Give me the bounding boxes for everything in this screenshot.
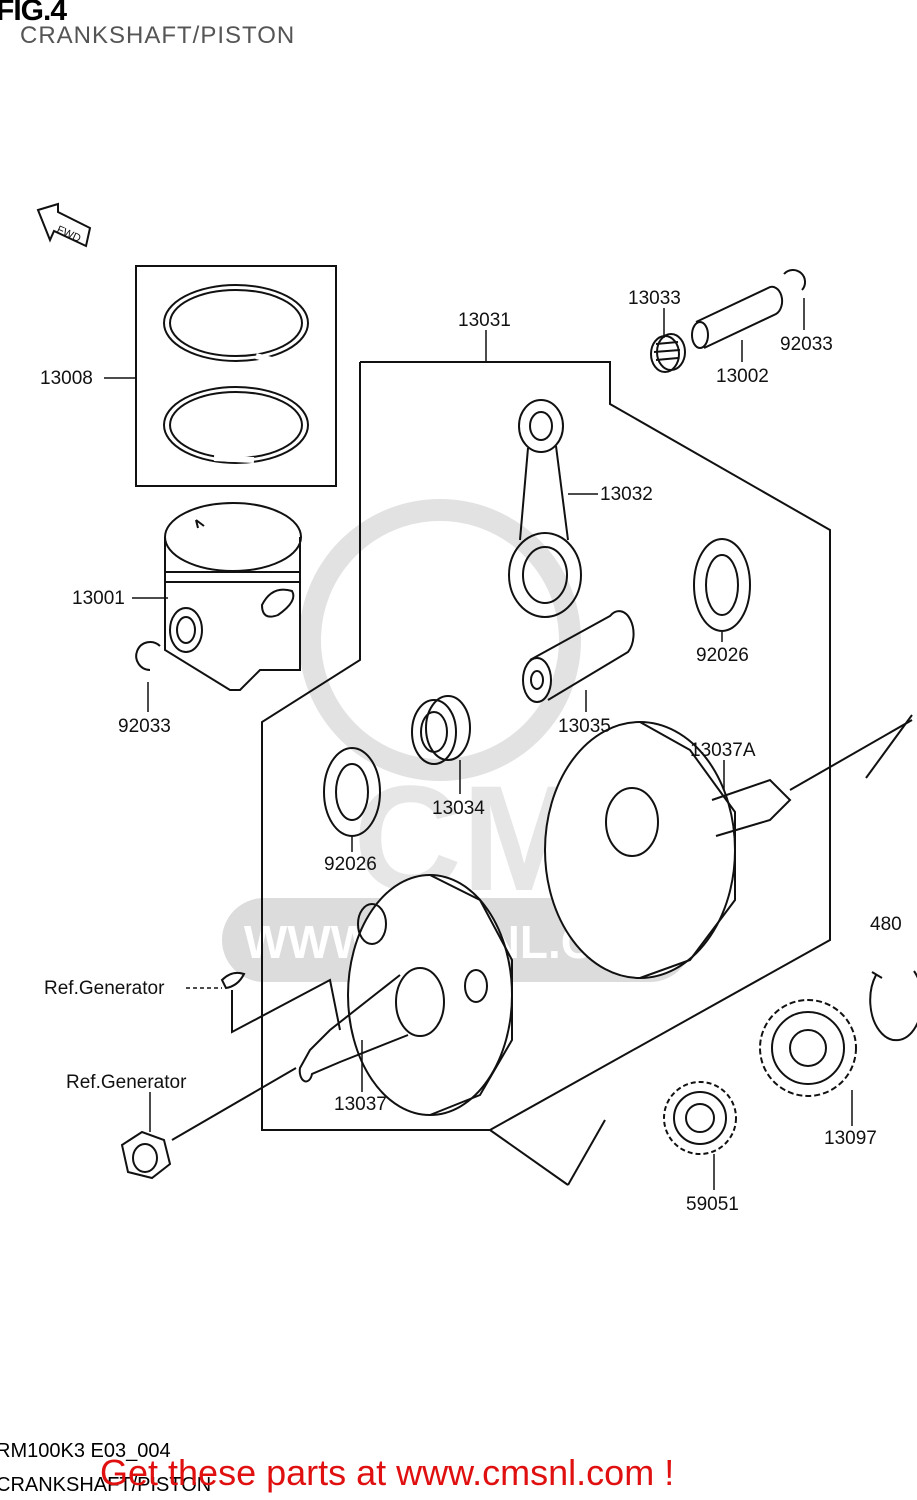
callout-13037: 13037	[334, 1094, 387, 1115]
piston	[164, 502, 302, 691]
callout-13031: 13031	[458, 310, 511, 331]
needle-bearing-small	[650, 333, 686, 373]
section-title: CRANKSHAFT/PISTON	[20, 22, 296, 49]
callout-92026-lower: 92026	[324, 854, 377, 875]
fwd-arrow-icon: FWD	[36, 202, 92, 248]
piston-pin	[691, 285, 784, 349]
callout-ref-generator-key: Ref.Generator	[44, 978, 165, 999]
needle-bearing-big	[411, 695, 471, 765]
crank-nut	[120, 1130, 172, 1180]
gear-axis-line	[567, 1119, 606, 1186]
piston-ring-box	[135, 265, 337, 487]
callout-13002: 13002	[716, 366, 769, 387]
crank-pin	[522, 610, 635, 703]
callout-480: 480	[870, 914, 902, 935]
callout-13037a: 13037A	[690, 740, 756, 761]
figure-number: FIG.4	[0, 0, 67, 27]
connecting-rod	[508, 399, 582, 618]
gear-13097	[759, 999, 857, 1097]
key-leader	[231, 978, 341, 1034]
piston-rings	[163, 284, 309, 464]
gear-59051	[663, 1081, 737, 1155]
woodruff-key	[220, 971, 246, 990]
callout-13008: 13008	[40, 368, 93, 389]
circlip-480	[869, 970, 917, 1042]
callout-92033-left: 92033	[118, 716, 171, 737]
watermark-mascot	[299, 499, 581, 781]
callout-13034: 13034	[432, 798, 485, 819]
callout-13035: 13035	[558, 716, 611, 737]
callouts: 13008 13001 92033 13031 13033 13002 9203…	[40, 288, 902, 1215]
shop-link[interactable]: Get these parts at www.cmsnl.com !	[100, 1452, 675, 1493]
callout-92033-right: 92033	[780, 334, 833, 355]
callout-59051: 59051	[686, 1194, 739, 1215]
callout-ref-generator-nut: Ref.Generator	[66, 1072, 187, 1093]
circlip-left	[135, 641, 161, 671]
crank-assembly-box	[261, 361, 831, 1131]
leader-lines	[104, 298, 853, 1190]
crankshaft-right	[544, 714, 913, 979]
circlip-right	[783, 268, 807, 291]
diagram-code: RM100K3 E03_004	[0, 1440, 171, 1462]
callout-13097: 13097	[824, 1128, 877, 1149]
callout-13032: 13032	[600, 484, 653, 505]
thrust-washer-upper	[693, 538, 751, 632]
diagram-name: CRANKSHAFT/PISTON	[0, 1474, 212, 1496]
callout-92026-upper: 92026	[696, 645, 749, 666]
callout-13001: 13001	[72, 588, 125, 609]
crankshaft-left	[171, 874, 513, 1141]
callout-13033: 13033	[628, 288, 681, 309]
